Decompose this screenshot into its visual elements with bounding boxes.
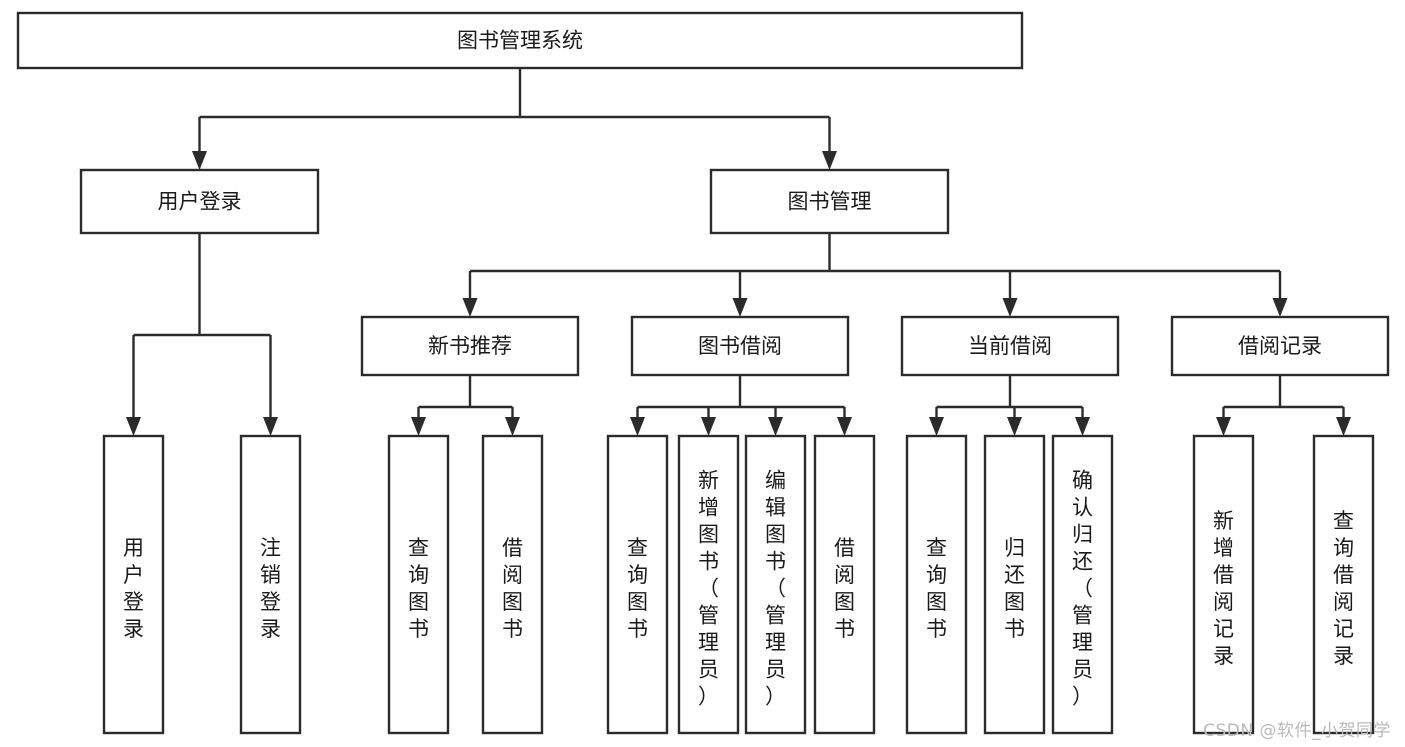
node-box-leaf-query-record[interactable] (1312, 434, 1375, 735)
arrow-head-icon (732, 298, 748, 317)
node-label-leaf-add-book: 新增图书（管理员） (698, 469, 719, 709)
node-box-current-borrow[interactable] (900, 315, 1120, 377)
arrow-head-icon (1007, 417, 1022, 436)
node-box-leaf-logout[interactable] (239, 434, 302, 735)
node-box-book-manage[interactable] (709, 168, 950, 235)
node-box-leaf-query-book-1[interactable] (387, 434, 450, 735)
arrow-head-icon (1075, 417, 1090, 436)
node-root[interactable]: 图书管理系统 (16, 11, 1024, 70)
node-label-leaf-borrow-book-1: 借阅图书 (502, 536, 523, 641)
arrow-head-icon (505, 417, 520, 436)
node-label-leaf-user-login: 用户登录 (123, 536, 144, 641)
node-box-leaf-return-book[interactable] (983, 434, 1046, 735)
arrow-head-icon (1002, 298, 1018, 317)
arrow-head-icon (263, 417, 278, 436)
node-leaf-confirm-return[interactable]: 确认归还（管理员） (1051, 434, 1114, 735)
arrow-head-icon (837, 417, 852, 436)
node-box-leaf-query-book-2[interactable] (606, 434, 669, 735)
node-box-borrow-record[interactable] (1170, 315, 1390, 377)
node-box-leaf-borrow-book-2[interactable] (813, 434, 876, 735)
node-leaf-query-book-1[interactable]: 查询图书 (387, 434, 450, 735)
node-label-leaf-query-book-2: 查询图书 (627, 536, 648, 641)
connector-group-current-borrow (929, 375, 1090, 436)
node-book-manage[interactable]: 图书管理 (709, 168, 950, 235)
connector-group-book-manage (462, 233, 1288, 317)
node-box-new-book-rec[interactable] (360, 315, 580, 377)
node-label-leaf-query-record: 查询借阅记录 (1333, 509, 1354, 668)
node-box-leaf-edit-book[interactable] (744, 434, 807, 735)
node-label-leaf-return-book: 归还图书 (1004, 536, 1025, 641)
arrow-head-icon (768, 417, 783, 436)
arrow-head-icon (462, 298, 478, 317)
node-label-leaf-borrow-book-2: 借阅图书 (834, 536, 855, 641)
node-leaf-return-book[interactable]: 归还图书 (983, 434, 1046, 735)
node-user-login[interactable]: 用户登录 (79, 168, 320, 235)
node-leaf-add-record[interactable]: 新增借阅记录 (1192, 434, 1255, 735)
connector-group-user-login (126, 233, 278, 436)
arrow-head-icon (630, 417, 645, 436)
connector-group-borrow-record (1216, 375, 1351, 436)
arrow-head-icon (1336, 417, 1351, 436)
node-label-leaf-confirm-return: 确认归还（管理员） (1072, 469, 1093, 709)
node-current-borrow[interactable]: 当前借阅 (900, 315, 1120, 377)
node-leaf-borrow-book-1[interactable]: 借阅图书 (481, 434, 544, 735)
arrow-head-icon (701, 417, 716, 436)
node-book-borrow[interactable]: 图书借阅 (630, 315, 850, 377)
connectors-layer (126, 68, 1351, 436)
node-leaf-logout[interactable]: 注销登录 (239, 434, 302, 735)
node-label-leaf-add-record: 新增借阅记录 (1213, 509, 1234, 668)
node-leaf-query-book-3[interactable]: 查询图书 (905, 434, 968, 735)
connector-group-root (192, 68, 837, 170)
arrow-head-icon (1272, 298, 1288, 317)
node-leaf-edit-book[interactable]: 编辑图书（管理员） (744, 434, 807, 735)
arrow-head-icon (1216, 417, 1231, 436)
connector-group-new-book-rec (411, 375, 520, 436)
node-label-root: 图书管理系统 (457, 29, 583, 53)
arrow-head-icon (192, 151, 207, 170)
node-label-new-book-rec: 新书推荐 (428, 334, 512, 358)
node-leaf-query-record[interactable]: 查询借阅记录 (1312, 434, 1375, 735)
node-label-user-login: 用户登录 (158, 190, 242, 214)
arrow-head-icon (126, 417, 141, 436)
node-box-book-borrow[interactable] (630, 315, 850, 377)
arrow-head-icon (411, 417, 426, 436)
nodes-layer: 图书管理系统用户登录图书管理新书推荐图书借阅当前借阅借阅记录用户登录注销登录查询… (16, 11, 1390, 735)
node-box-leaf-borrow-book-1[interactable] (481, 434, 544, 735)
node-new-book-rec[interactable]: 新书推荐 (360, 315, 580, 377)
node-box-leaf-user-login[interactable] (102, 434, 165, 735)
node-box-leaf-query-book-3[interactable] (905, 434, 968, 735)
node-leaf-user-login[interactable]: 用户登录 (102, 434, 165, 735)
node-label-book-manage: 图书管理 (788, 190, 872, 214)
node-label-book-borrow: 图书借阅 (698, 334, 782, 358)
node-borrow-record[interactable]: 借阅记录 (1170, 315, 1390, 377)
node-label-current-borrow: 当前借阅 (968, 334, 1052, 358)
node-label-leaf-query-book-3: 查询图书 (926, 536, 947, 641)
node-label-borrow-record: 借阅记录 (1238, 334, 1322, 358)
node-box-leaf-add-book[interactable] (677, 434, 740, 735)
arrow-head-icon (929, 417, 944, 436)
node-box-leaf-confirm-return[interactable] (1051, 434, 1114, 735)
node-box-root[interactable] (16, 11, 1024, 70)
node-leaf-query-book-2[interactable]: 查询图书 (606, 434, 669, 735)
node-leaf-add-book[interactable]: 新增图书（管理员） (677, 434, 740, 735)
node-label-leaf-logout: 注销登录 (260, 536, 281, 641)
node-box-user-login[interactable] (79, 168, 320, 235)
node-box-leaf-add-record[interactable] (1192, 434, 1255, 735)
node-leaf-borrow-book-2[interactable]: 借阅图书 (813, 434, 876, 735)
connector-group-book-borrow (630, 375, 852, 436)
node-label-leaf-edit-book: 编辑图书（管理员） (765, 469, 786, 709)
node-label-leaf-query-book-1: 查询图书 (408, 536, 429, 641)
arrow-head-icon (822, 151, 837, 170)
